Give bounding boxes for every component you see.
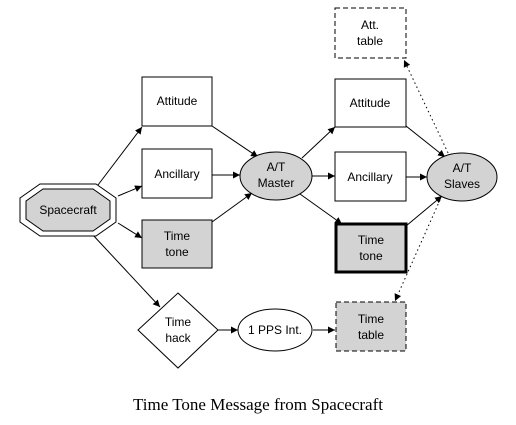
time-tone-left-line2: tone xyxy=(165,245,189,259)
node-at-master: A/T Master xyxy=(239,151,313,201)
diagram-caption: Time Tone Message from Spacecraft xyxy=(133,395,383,414)
attitude-left-label: Attitude xyxy=(157,94,198,108)
edge-attitude-to-master xyxy=(211,125,259,158)
edge-time-tone-to-master xyxy=(211,192,253,223)
edge-spacecraft-to-time-tone xyxy=(117,222,143,239)
edge-spacecraft-to-time-hack xyxy=(91,233,161,308)
node-time-table: Time table xyxy=(335,301,407,352)
att-table-line2: table xyxy=(357,34,383,48)
spacecraft-label: Spacecraft xyxy=(39,203,97,217)
att-table-line1: Att. xyxy=(361,18,379,32)
time-hack-line1: Time xyxy=(165,315,192,329)
edge-time-tone-to-slaves xyxy=(405,195,443,227)
edge-attitude-to-slaves xyxy=(405,125,446,158)
time-hack-line2: hack xyxy=(165,331,191,345)
edge-spacecraft-to-ancillary xyxy=(117,185,143,197)
edge-slaves-to-time-table xyxy=(394,199,441,302)
time-table-line2: table xyxy=(358,328,384,342)
attitude-right-label: Attitude xyxy=(350,96,391,110)
edge-master-to-attitude xyxy=(301,126,336,159)
time-tone-right-line2: tone xyxy=(359,249,383,263)
edge-spacecraft-to-attitude xyxy=(97,126,143,186)
node-att-table: Att. table xyxy=(334,7,407,59)
time-tone-right-line1: Time xyxy=(358,233,385,247)
node-at-slaves: A/T Slaves xyxy=(426,152,498,202)
node-time-tone-left: Time tone xyxy=(141,219,213,269)
node-ancillary-left: Ancillary xyxy=(141,148,213,199)
at-slaves-line2: Slaves xyxy=(444,177,480,191)
edges xyxy=(91,59,451,334)
at-master-line2: Master xyxy=(258,176,295,190)
ancillary-right-label: Ancillary xyxy=(347,170,392,184)
time-tone-left-line1: Time xyxy=(164,229,191,243)
node-ancillary-right: Ancillary xyxy=(334,151,407,202)
at-slaves-line1: A/T xyxy=(453,161,472,175)
node-time-tone-right: Time tone xyxy=(334,222,408,274)
node-pps-int: 1 PPS Int. xyxy=(237,308,313,352)
ancillary-left-label: Ancillary xyxy=(154,167,199,181)
edge-master-to-time-tone xyxy=(299,193,343,225)
node-time-hack: Time hack xyxy=(137,292,219,369)
at-master-line1: A/T xyxy=(267,160,286,174)
time-table-line1: Time xyxy=(358,312,385,326)
pps-int-label: 1 PPS Int. xyxy=(248,323,302,337)
node-attitude-left: Attitude xyxy=(141,76,213,127)
node-spacecraft: Spacecraft xyxy=(19,183,117,237)
node-attitude-right: Attitude xyxy=(334,78,407,128)
